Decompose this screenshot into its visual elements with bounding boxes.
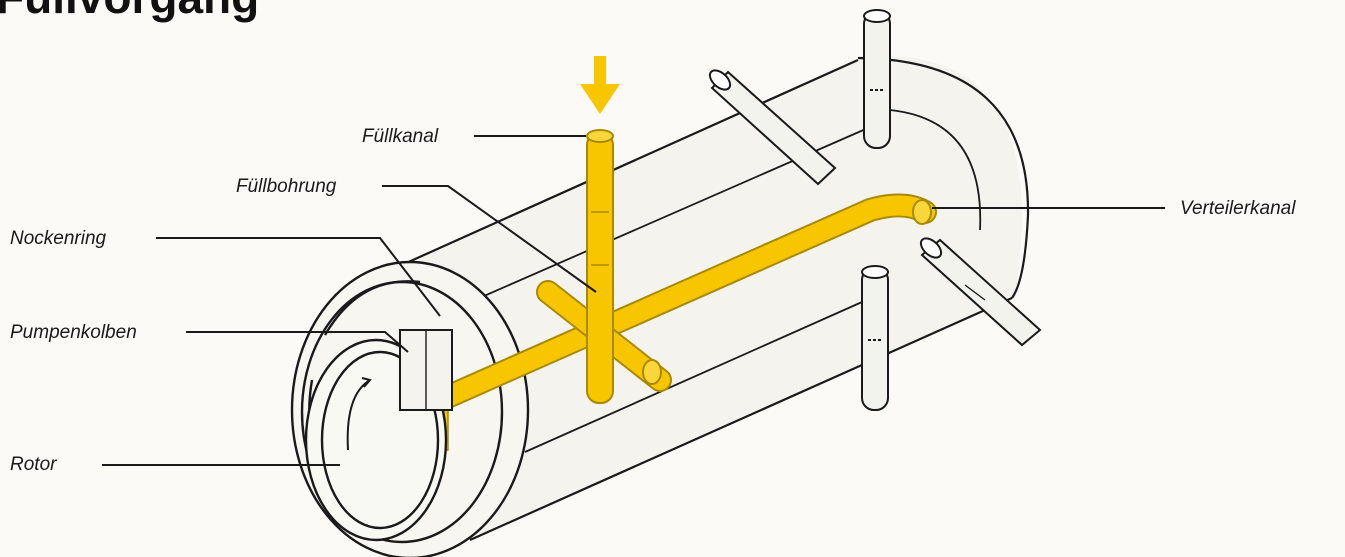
label-nockenring: Nockenring: [10, 228, 107, 249]
fuel-channels: [397, 129, 937, 461]
fuellkanal-channel: [586, 132, 614, 404]
page-title: Füllvorgang: [0, 0, 259, 20]
label-verteilerkanal: Verteilerkanal: [1180, 198, 1296, 219]
label-fuellkanal: Füllkanal: [362, 126, 439, 147]
label-rotor: Rotor: [10, 454, 57, 475]
leader-pumpenkolben: [186, 331, 409, 353]
leader-lines: [102, 135, 1165, 466]
outlet-tubes: [708, 9, 1042, 411]
rotor-assembly: [304, 329, 453, 542]
label-pumpenkolben: Pumpenkolben: [10, 322, 137, 343]
label-fuellbohrung: Füllbohrung: [236, 176, 337, 197]
leader-nockenring: [156, 237, 441, 317]
leader-fuellbohrung: [382, 185, 597, 293]
down-arrow-icon: [580, 56, 620, 114]
